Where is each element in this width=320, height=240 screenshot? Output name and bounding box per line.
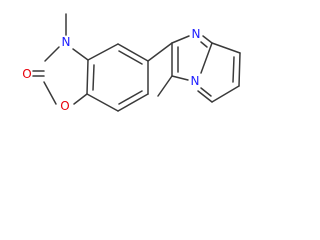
bond-c8a-n4: [200, 42, 213, 74]
bond-c3-methyl: [157, 75, 173, 97]
bond-c6-c5: [197, 90, 213, 103]
bond-n1-c8a: [202, 35, 213, 44]
bond-c8-c7: [238, 52, 241, 87]
bond-c7a-o1: [73, 93, 88, 105]
bond-biaryl-link: [147, 42, 173, 62]
bond-o1-c2: [43, 81, 57, 105]
bond-c8a-c8: [211, 42, 241, 54]
bond-c3a-c4: [87, 43, 119, 61]
bond-c4-c5: [117, 43, 149, 62]
bond-c6-c7-inner: [118, 90, 143, 105]
ring-oxygen-label: O: [60, 99, 69, 113]
bond-c6-c7: [117, 93, 149, 112]
bond-c3a-c7a: [86, 59, 89, 95]
bond-c6-c5-inner: [200, 87, 212, 97]
bridgehead-nitrogen-label: N: [191, 74, 200, 88]
chemical-structure-diagram: O O N N N: [22, 13, 241, 113]
bond-c2-n1-imid: [171, 35, 190, 44]
bond-c2-n3: [44, 46, 60, 62]
carbonyl-oxygen-label: O: [22, 67, 31, 81]
bond-c8-c7-inner: [232, 56, 235, 83]
bond-c3-n4-imid: [171, 75, 189, 81]
bond-n3-c3a: [72, 48, 89, 61]
imidazole-nitrogen-label: N: [192, 27, 201, 41]
bond-c7-c7a: [86, 93, 119, 112]
bond-c7-c6: [211, 85, 240, 103]
bond-c3a-c7a-inner: [92, 64, 95, 91]
bond-c4-c5-inner: [118, 50, 143, 65]
bond-n1-c8a-inner: [200, 41, 208, 48]
oxazolone-nitrogen-label: N: [62, 35, 71, 49]
